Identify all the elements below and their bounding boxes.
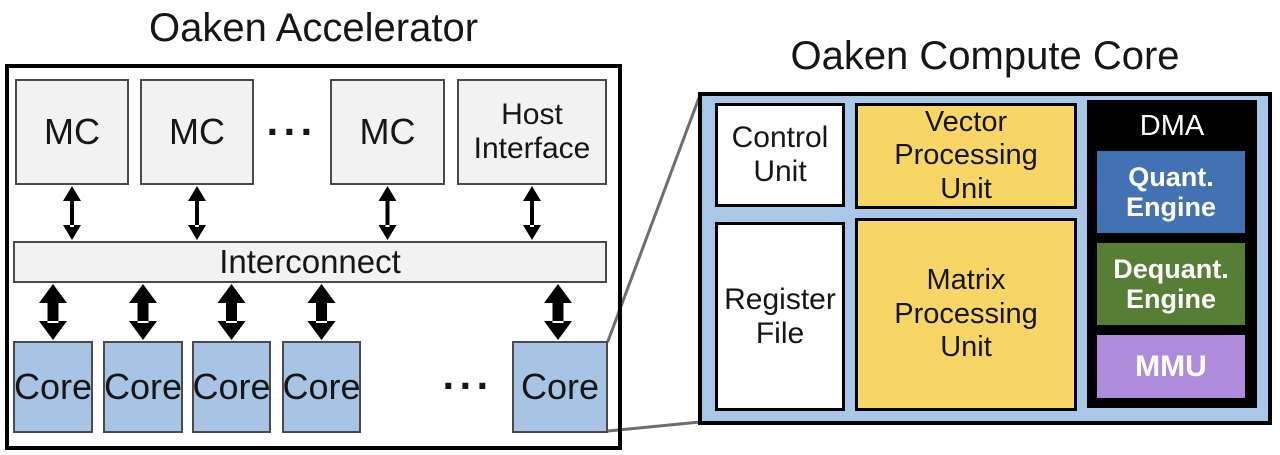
mmu-label: MMU: [1135, 349, 1207, 383]
core-label: Core: [282, 366, 361, 407]
core-interconnect-arrow: [217, 284, 246, 340]
register-file-label: Register File: [724, 282, 836, 350]
control-unit-label: Control Unit: [731, 121, 829, 188]
interconnect-label: Interconnect: [219, 243, 401, 280]
core-box: Core: [103, 341, 183, 433]
core-label: Core: [13, 366, 93, 407]
mc-ellipsis: ···: [266, 108, 318, 155]
vector-processing-unit-box: Vector Processing Unit: [855, 103, 1077, 209]
core-box: Core: [282, 341, 361, 433]
host-interface-box: Host Interface: [457, 79, 607, 185]
interconnect-bar: Interconnect: [13, 241, 607, 283]
memory-controller-label: MC: [169, 111, 225, 152]
mc-interconnect-arrow: [188, 186, 206, 240]
memory-controller-label: MC: [359, 111, 416, 152]
zoom-guide-line-top: [606, 93, 702, 343]
accelerator-panel: [5, 64, 622, 450]
memory-controller-label: MC: [44, 111, 100, 152]
core-label: Core: [192, 366, 271, 407]
core-box-zoomed: Core: [512, 341, 608, 433]
control-unit-box: Control Unit: [715, 103, 845, 207]
compute-core-title: Oaken Compute Core: [790, 34, 1180, 78]
core-interconnect-arrow: [307, 284, 336, 340]
core-label: Core: [520, 366, 600, 407]
matrix-processing-unit-box: Matrix Processing Unit: [855, 218, 1077, 411]
accelerator-title: Oaken Accelerator: [148, 6, 479, 50]
mmu-box: MMU: [1097, 335, 1245, 398]
host-interface-label: Host Interface: [473, 97, 591, 166]
mc-interconnect-arrow: [523, 186, 541, 240]
matrix-processing-unit-label: Matrix Processing Unit: [894, 264, 1038, 364]
register-file-box: Register File: [715, 222, 845, 411]
mc-interconnect-arrow: [63, 186, 81, 240]
core-box: Core: [13, 341, 93, 433]
dequant-engine-label: Dequant. Engine: [1113, 253, 1229, 315]
memory-controller-box: MC: [140, 79, 254, 185]
quant-engine-box: Quant. Engine: [1097, 151, 1245, 233]
mc-interconnect-arrow: [378, 186, 397, 240]
core-interconnect-arrow: [129, 284, 157, 340]
memory-controller-box: MC: [330, 79, 445, 185]
core-interconnect-arrow: [544, 284, 572, 340]
dequant-engine-box: Dequant. Engine: [1097, 243, 1245, 325]
dma-label: DMA: [1139, 109, 1205, 142]
memory-controller-box: MC: [15, 79, 129, 185]
core-label: Core: [103, 366, 183, 407]
zoom-guide-line-bottom: [606, 420, 702, 433]
core-ellipsis: ···: [442, 362, 494, 409]
core-interconnect-arrow: [39, 284, 67, 340]
core-box: Core: [192, 341, 271, 433]
vector-processing-unit-label: Vector Processing Unit: [894, 105, 1038, 205]
quant-engine-label: Quant. Engine: [1125, 161, 1216, 223]
